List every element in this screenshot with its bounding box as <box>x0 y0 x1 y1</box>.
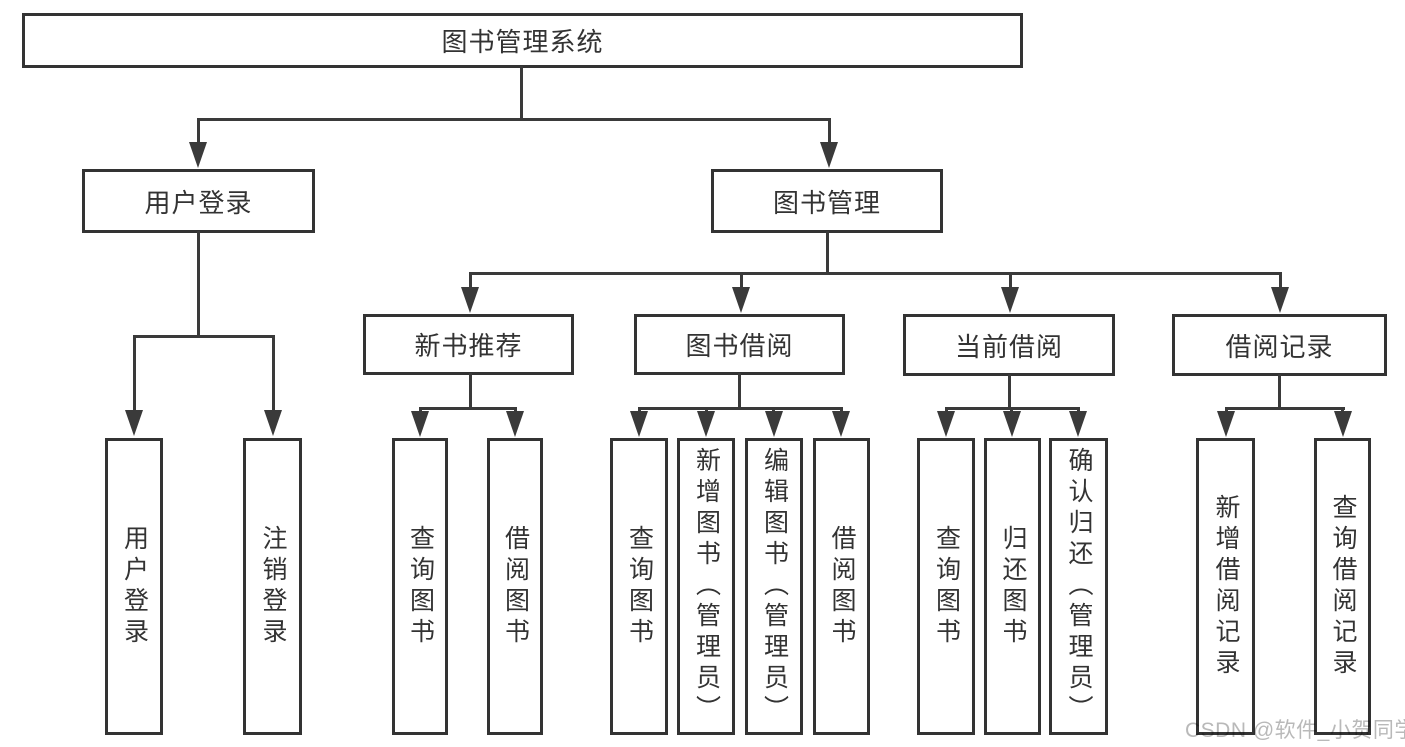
node-root-label: 图书管理系统 <box>441 27 604 57</box>
arrowhead <box>461 287 479 313</box>
arrowhead <box>264 410 282 436</box>
connector-line <box>197 231 200 337</box>
leaf-confirm-return-admin: 确认归还（管理员） <box>1049 438 1108 735</box>
node-borrow-records: 借阅记录 <box>1172 314 1387 376</box>
leaf-label: 编辑图书（管理员） <box>760 447 789 726</box>
leaf-query-books-borrow: 查询图书 <box>610 438 668 735</box>
connector-line <box>272 335 275 415</box>
arrowhead <box>1069 411 1087 437</box>
arrowhead <box>765 411 783 437</box>
arrowhead <box>697 411 715 437</box>
node-book-borrow-label: 图书借阅 <box>685 331 794 361</box>
node-user-login-label: 用户登录 <box>144 187 253 218</box>
connector-line <box>826 231 829 274</box>
leaf-logout-label: 注销登录 <box>259 524 287 649</box>
connector-line <box>133 335 136 415</box>
leaf-user-login-label: 用户登录 <box>120 524 149 649</box>
leaf-label: 查询图书 <box>625 524 654 649</box>
leaf-query-books-current: 查询图书 <box>917 438 975 735</box>
connector-line <box>1225 407 1345 410</box>
arrowhead <box>411 411 429 437</box>
connector-line <box>520 66 523 120</box>
leaf-label: 查询借阅记录 <box>1329 493 1357 680</box>
node-book-management: 图书管理 <box>711 169 943 233</box>
arrowhead <box>937 411 955 437</box>
leaf-return-books: 归还图书 <box>984 438 1041 735</box>
leaf-add-borrow-record: 新增借阅记录 <box>1196 438 1255 735</box>
connector-line <box>469 373 472 409</box>
connector-line <box>1008 374 1011 409</box>
leaf-add-books-admin: 新增图书（管理员） <box>677 438 735 735</box>
connector-line <box>419 407 517 410</box>
leaf-label: 查询图书 <box>406 524 435 649</box>
leaf-borrow-books: 借阅图书 <box>813 438 870 735</box>
connector-line <box>469 272 472 292</box>
connector-line <box>828 118 831 146</box>
arrowhead <box>630 411 648 437</box>
arrowhead <box>832 411 850 437</box>
connector-line <box>738 373 741 409</box>
leaf-query-books-newbooks: 查询图书 <box>392 438 448 735</box>
leaf-label: 归还图书 <box>999 524 1027 649</box>
connector-line <box>1009 272 1012 292</box>
node-new-books: 新书推荐 <box>363 314 574 375</box>
leaf-query-borrow-record: 查询借阅记录 <box>1314 438 1371 735</box>
leaf-label: 借阅图书 <box>828 524 856 649</box>
arrowhead <box>820 142 838 168</box>
leaf-label: 确认归还（管理员） <box>1065 447 1093 726</box>
arrowhead <box>1271 287 1289 313</box>
connector-line <box>469 272 1282 275</box>
node-current-borrow-label: 当前借阅 <box>954 331 1063 362</box>
leaf-user-login: 用户登录 <box>105 438 163 735</box>
node-current-borrow: 当前借阅 <box>903 314 1115 376</box>
leaf-label: 借阅图书 <box>501 524 530 649</box>
connector-line <box>638 407 843 410</box>
node-user-login: 用户登录 <box>82 169 315 233</box>
watermark: CSDN @软件_小贺同学 <box>1185 719 1405 742</box>
connector-line <box>740 272 743 292</box>
connector-line <box>1279 272 1282 292</box>
arrowhead <box>1217 411 1235 437</box>
leaf-label: 新增借阅记录 <box>1212 493 1240 680</box>
leaf-label: 查询图书 <box>932 524 961 649</box>
connector-line <box>197 118 831 121</box>
node-root: 图书管理系统 <box>22 13 1023 68</box>
leaf-logout: 注销登录 <box>243 438 302 735</box>
arrowhead <box>189 142 207 168</box>
arrowhead <box>732 287 750 313</box>
connector-line <box>133 335 274 338</box>
node-book-management-label: 图书管理 <box>772 187 881 218</box>
arrowhead <box>125 410 143 436</box>
leaf-edit-books-admin: 编辑图书（管理员） <box>745 438 803 735</box>
connector-line <box>197 118 200 146</box>
node-book-borrow: 图书借阅 <box>634 314 845 375</box>
node-new-books-label: 新书推荐 <box>414 331 523 361</box>
arrowhead <box>506 411 524 437</box>
arrowhead <box>1003 411 1021 437</box>
connector-line <box>1278 374 1281 409</box>
arrowhead <box>1001 287 1019 313</box>
arrowhead <box>1334 411 1352 437</box>
node-borrow-records-label: 借阅记录 <box>1225 331 1334 362</box>
leaf-borrow-books-newbooks: 借阅图书 <box>487 438 543 735</box>
leaf-label: 新增图书（管理员） <box>692 447 721 726</box>
